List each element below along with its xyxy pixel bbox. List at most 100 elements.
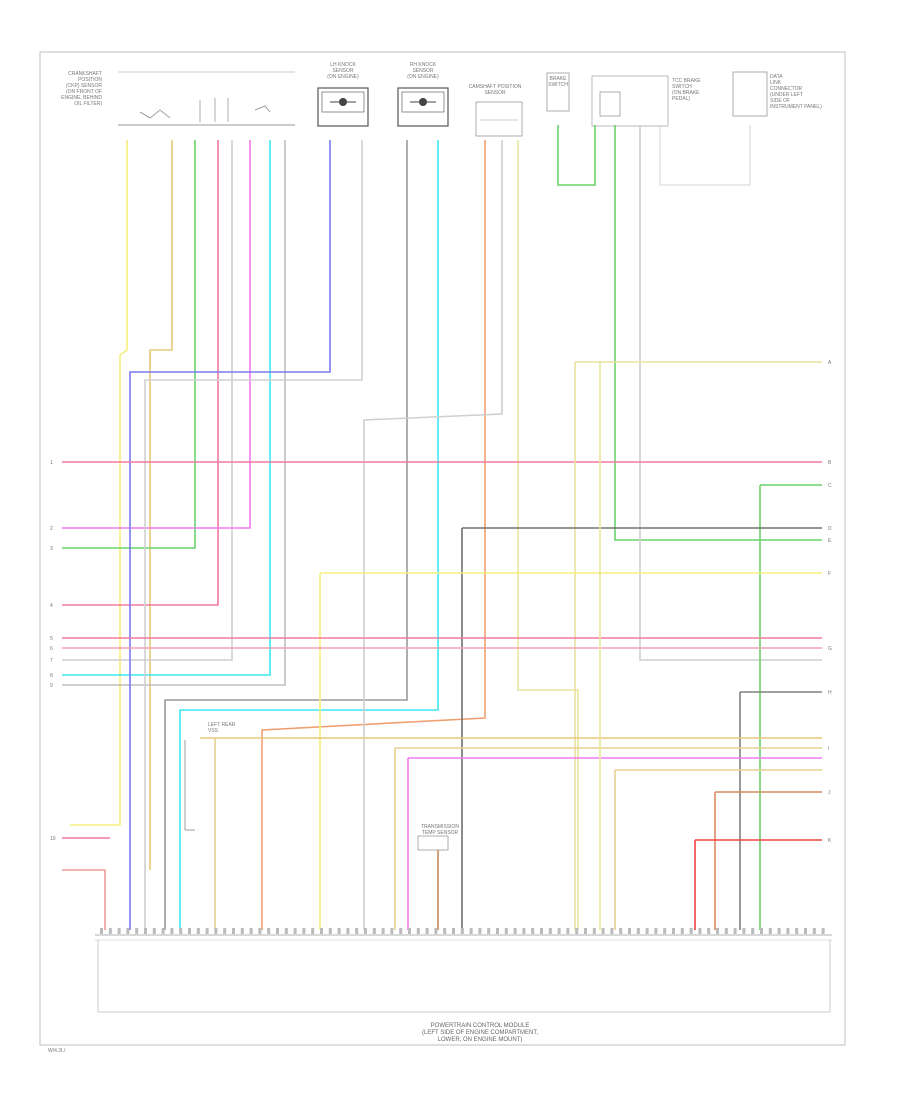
ckp-sensor-component — [118, 71, 295, 126]
pcm-pin — [108, 928, 112, 934]
svg-text:POSITION: POSITION — [78, 77, 102, 83]
wire-pink-1 — [62, 140, 219, 606]
pcm-pin — [672, 928, 675, 934]
svg-text:CAMSHAFT POSITION: CAMSHAFT POSITION — [469, 84, 522, 90]
pcm-pin — [188, 928, 191, 934]
svg-text:(CKP) SENSOR: (CKP) SENSOR — [66, 83, 103, 89]
pcm-pin — [284, 928, 288, 934]
svg-text:BRAKE: BRAKE — [550, 76, 568, 82]
footer-code: W/4.2L/ — [48, 1048, 66, 1054]
pcm-pin — [804, 928, 807, 934]
pcm-pin — [601, 928, 605, 934]
rh-knock-sensor: RH KNOCK SENSOR (ON ENGINE) — [397, 62, 449, 127]
pcm-pin — [328, 928, 332, 934]
wire-ckp-tan — [149, 140, 173, 870]
pcm-pin — [707, 928, 711, 934]
pcm-pin — [724, 928, 728, 934]
wire-green-right — [759, 484, 822, 930]
wire-tan-right-1 — [574, 361, 822, 930]
pcm-pin — [399, 928, 403, 934]
pcm-pin — [548, 928, 552, 934]
pcm-pin — [452, 928, 455, 934]
pcm-pin — [337, 928, 341, 934]
svg-text:TEMP SENSOR: TEMP SENSOR — [422, 830, 459, 836]
pcm-pin — [751, 928, 755, 934]
wire-green-1 — [62, 140, 196, 549]
svg-text:SENSOR: SENSOR — [412, 68, 434, 74]
pcm-pin — [663, 928, 667, 934]
pcm-pin — [460, 928, 464, 934]
left-ref-label: 2 — [50, 526, 53, 532]
svg-text:(ON ENGINE): (ON ENGINE) — [327, 74, 359, 80]
lh-knock-sensor: LH KNOCK SENSOR (ON ENGINE) — [317, 62, 369, 127]
svg-text:LOWER, ON ENGINE MOUNT): LOWER, ON ENGINE MOUNT) — [438, 1037, 523, 1043]
pcm-pin — [575, 928, 579, 934]
pcm-pin — [372, 928, 376, 934]
pcm-pin — [135, 928, 139, 934]
svg-text:RH KNOCK: RH KNOCK — [410, 62, 437, 68]
pcm-pin — [443, 928, 447, 934]
svg-text:(LEFT SIDE OF ENGINE COMPARTME: (LEFT SIDE OF ENGINE COMPARTMENT, — [422, 1030, 538, 1036]
wire-harness — [62, 125, 822, 930]
wire-cam-gray — [363, 140, 503, 930]
svg-text:CRANKSHAFT: CRANKSHAFT — [68, 71, 102, 77]
wire-gray-left — [62, 869, 106, 930]
data-link-connector: DATA LINK CONNECTOR (UNDER LEFT SIDE OF … — [732, 71, 822, 117]
pcm-pin — [144, 928, 147, 934]
pcm-pin — [170, 928, 174, 934]
wire-tcc-green — [614, 125, 822, 541]
wire-orange-right — [714, 791, 822, 930]
pcm-pin — [531, 928, 535, 934]
pcm-pin — [152, 928, 156, 934]
pcm-pin — [504, 928, 508, 934]
svg-text:OIL FILTER): OIL FILTER) — [74, 101, 102, 107]
pcm-connector — [95, 934, 832, 1013]
right-ref-label: A — [828, 360, 832, 366]
pcm-title: POWERTRAIN CONTROL MODULE (LEFT SIDE OF … — [422, 1023, 538, 1043]
svg-text:VSS: VSS — [208, 728, 219, 734]
pcm-pin — [689, 928, 693, 934]
svg-text:CONNECTOR: CONNECTOR — [770, 86, 803, 92]
pcm-pin — [425, 928, 429, 934]
pcm-pin — [346, 928, 350, 934]
pcm-pin — [249, 928, 253, 934]
pcm-pin — [742, 928, 746, 934]
brake-switch: BRAKE SWITCH — [546, 72, 570, 112]
svg-text:(ON BRAKE: (ON BRAKE — [672, 90, 700, 96]
pcm-pin — [311, 928, 315, 934]
pcm-pin — [496, 928, 499, 934]
wire-cam-yellow — [517, 140, 579, 930]
pcm-pin — [478, 928, 482, 934]
pcm-pin — [434, 928, 438, 934]
pcm-pin — [390, 928, 394, 934]
wire-magenta-1 — [62, 140, 251, 529]
pcm-pin — [540, 928, 543, 934]
pcm-pin — [196, 928, 200, 934]
pcm-pin — [795, 928, 799, 934]
wire-dark-right-2 — [739, 691, 822, 930]
pcm-pin — [654, 928, 658, 934]
svg-text:TRANSMISSION: TRANSMISSION — [421, 824, 459, 830]
pcm-pin — [416, 928, 420, 934]
svg-text:LEFT REAR: LEFT REAR — [208, 722, 236, 728]
wire-tcc-gray — [639, 125, 822, 661]
pcm-pin — [258, 928, 262, 934]
pcm-pin — [584, 928, 587, 934]
left-ref-label: 8 — [50, 673, 53, 679]
right-ref-label: K — [828, 838, 832, 844]
pcm-pin — [320, 928, 323, 934]
wire-rh-knock-cyan — [179, 140, 439, 930]
camshaft-position-sensor: CAMSHAFT POSITION SENSOR — [469, 84, 523, 137]
left-ref-label: 9 — [50, 683, 53, 689]
pcm-pin — [214, 928, 218, 934]
svg-text:SWITCH: SWITCH — [548, 82, 568, 88]
left-ref-label: 6 — [50, 646, 53, 652]
svg-text:TCC BRAKE: TCC BRAKE — [672, 78, 701, 84]
pcm-pin — [117, 928, 121, 934]
transmission-temp-sensor: TRANSMISSION TEMP SENSOR — [417, 824, 459, 851]
ckp-sensor-label: CRANKSHAFT POSITION (CKP) SENSOR (ON FRO… — [61, 71, 102, 107]
wire-cyan-1 — [62, 140, 271, 676]
pcm-pin — [276, 928, 279, 934]
